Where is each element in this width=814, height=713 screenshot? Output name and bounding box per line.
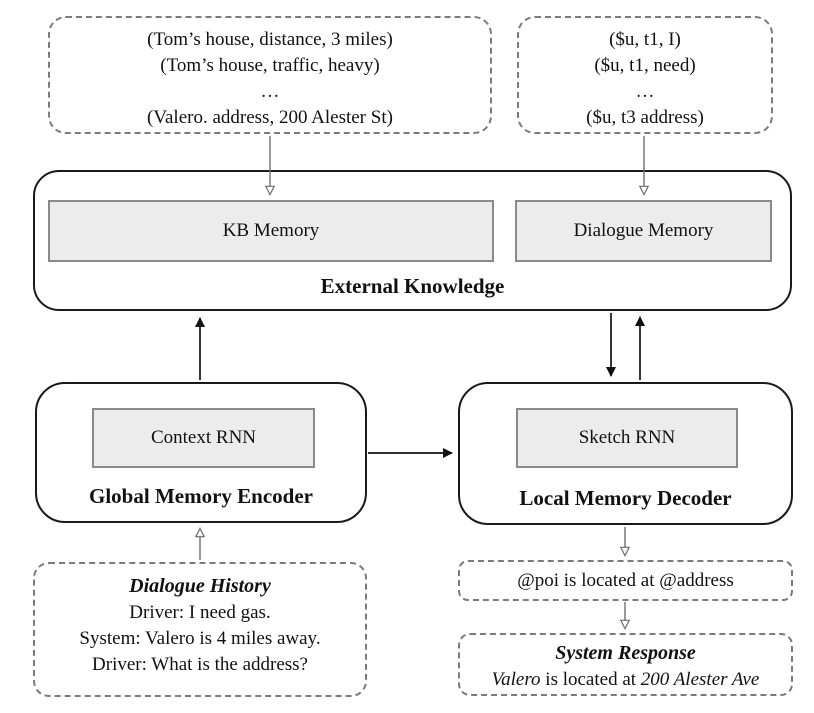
ellipsis: … xyxy=(260,81,280,102)
local-memory-decoder-label: Local Memory Decoder xyxy=(519,486,732,510)
system-response-text: Valero is located at 200 Alester Ave xyxy=(460,667,791,692)
dialogue-history-line: Driver: I need gas. xyxy=(129,602,271,623)
dialogue-triple-line: ($u, t1, I) xyxy=(609,29,681,50)
external-knowledge-label: External Knowledge xyxy=(320,274,505,298)
kb-memory-box: KB Memory xyxy=(48,200,494,262)
kb-triple-line: (Valero. address, 200 Alester St) xyxy=(147,107,393,128)
external-knowledge-box: KB Memory Dialogue Memory External Knowl… xyxy=(33,170,792,311)
context-rnn-box: Context RNN xyxy=(92,408,315,468)
dialogue-triple-line: ($u, t3 address) xyxy=(586,107,704,128)
local-memory-decoder-box: Sketch RNN Local Memory Decoder xyxy=(458,382,793,525)
system-response-title: System Response xyxy=(555,642,696,664)
kb-memory-label: KB Memory xyxy=(222,220,320,241)
global-memory-encoder-box: Context RNN Global Memory Encoder xyxy=(35,382,367,523)
sketch-rnn-box: Sketch RNN xyxy=(516,408,738,468)
kb-triple-line: (Tom’s house, traffic, heavy) xyxy=(160,55,380,76)
sketch-output-box: @poi is located at @address xyxy=(458,560,793,601)
dialogue-history-box: Dialogue History Driver: I need gas. Sys… xyxy=(33,562,367,697)
dialogue-triple-line: ($u, t1, need) xyxy=(594,55,696,76)
dialogue-triples-box: ($u, t1, I) ($u, t1, need) … ($u, t3 add… xyxy=(517,16,773,134)
sketch-output-text: @poi is located at @address xyxy=(517,569,734,591)
dialogue-history-line: Driver: What is the address? xyxy=(92,654,308,675)
dialogue-memory-label: Dialogue Memory xyxy=(573,220,714,241)
response-middle: is located at xyxy=(540,669,641,690)
ellipsis: … xyxy=(635,81,655,102)
kb-triples-box: (Tom’s house, distance, 3 miles) (Tom’s … xyxy=(48,16,492,134)
response-poi: Valero xyxy=(491,669,541,690)
dialogue-history-title: Dialogue History xyxy=(129,575,271,597)
kb-triple-line: (Tom’s house, distance, 3 miles) xyxy=(147,29,393,50)
dialogue-memory-box: Dialogue Memory xyxy=(515,200,772,262)
system-response-box: System Response Valero is located at 200… xyxy=(458,633,793,696)
response-address: 200 Alester Ave xyxy=(640,669,760,690)
context-rnn-label: Context RNN xyxy=(150,427,257,448)
global-memory-encoder-label: Global Memory Encoder xyxy=(89,484,313,508)
sketch-rnn-label: Sketch RNN xyxy=(578,427,676,448)
dialogue-history-line: System: Valero is 4 miles away. xyxy=(79,628,321,649)
